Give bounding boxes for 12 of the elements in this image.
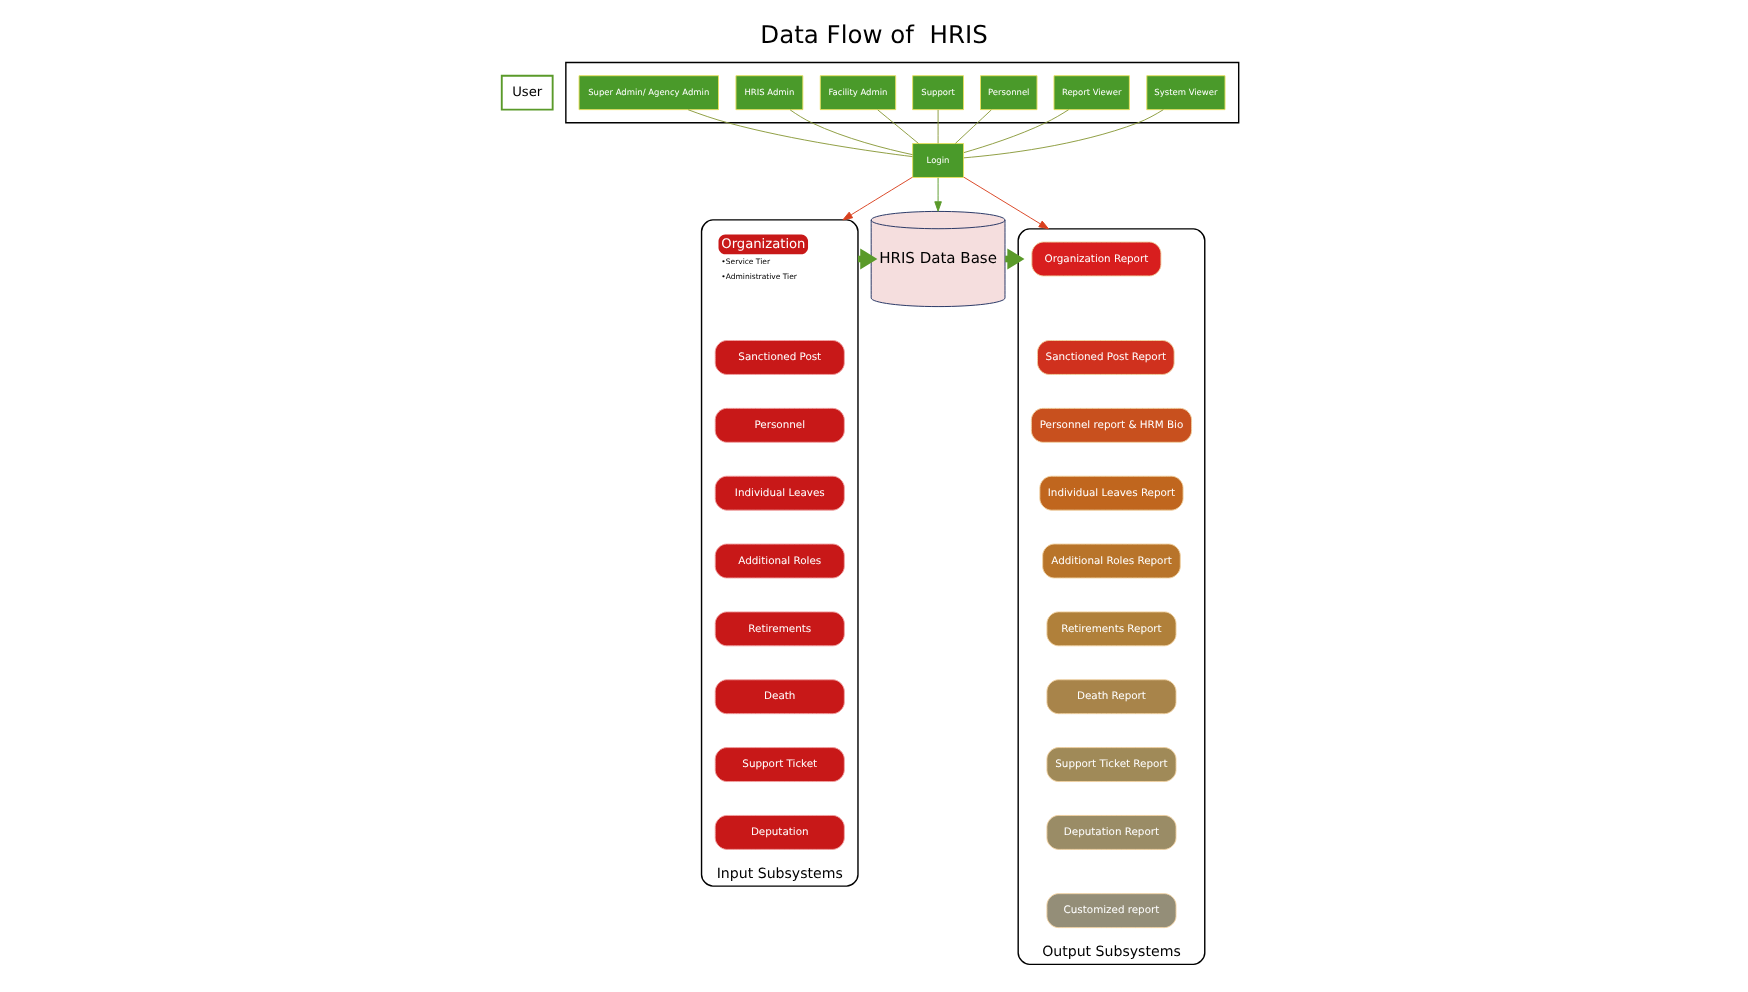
arrow: [963, 176, 1049, 230]
arrow: [842, 176, 913, 221]
connector: [954, 109, 992, 144]
diagram-title: Data Flow of HRIS: [760, 21, 988, 50]
connector: [877, 109, 919, 144]
connector: [963, 109, 1164, 159]
cluster: [565, 61, 1240, 124]
connector: [963, 109, 1070, 154]
connector: [789, 109, 913, 156]
connector: [687, 109, 913, 158]
arrow: [934, 177, 942, 212]
connector: [937, 109, 939, 144]
